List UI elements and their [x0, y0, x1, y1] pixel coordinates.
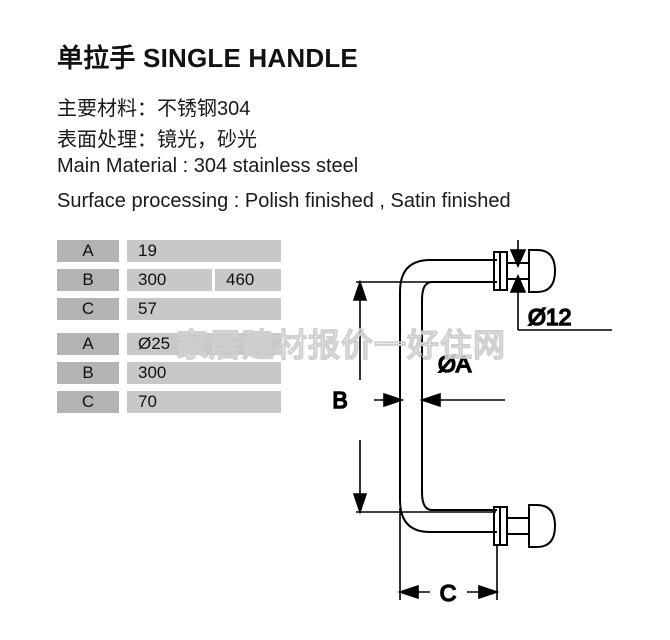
top-flange-inner [499, 251, 508, 291]
top-flange-outer [493, 251, 501, 291]
dim-b-label: B [332, 387, 347, 413]
spec-surface-cn: 表面处理：镜光，砂光 [57, 129, 257, 151]
b-arrow-down [352, 493, 368, 515]
c-arrow-left [397, 584, 419, 600]
row-label: C [57, 298, 119, 320]
row-value: 19 [127, 240, 281, 262]
tube-inner-path [421, 281, 497, 511]
diameter-12-label: Ø12 [528, 304, 571, 330]
row-label: A [57, 333, 119, 355]
row-value: 300 [127, 269, 212, 291]
row-value: 300 [127, 362, 281, 384]
dimension-lines-group: B ØA Ø12 [332, 240, 612, 607]
bottom-flange-inner [499, 506, 508, 546]
dim-c-label: C [440, 580, 457, 606]
row-label: B [57, 362, 119, 384]
top-knob-cap [528, 249, 557, 293]
bottom-flange-outer [493, 506, 501, 546]
d12-arrow-down [509, 249, 527, 268]
row-value-alt: 460 [215, 269, 281, 291]
d12-arrow-up [509, 274, 527, 293]
page-title: 单拉手 SINGLE HANDLE [57, 43, 358, 73]
diameter-a-label: ØA [438, 351, 472, 377]
row-label: B [57, 269, 119, 291]
c-arrow-right [478, 584, 500, 600]
bottom-knob-cap [528, 504, 557, 548]
row-value: 57 [127, 298, 281, 320]
spec-surface-en: Surface processing : Polish finished , S… [57, 190, 511, 212]
b-arrow-up [352, 279, 368, 301]
row-label: C [57, 391, 119, 413]
tube-outer-path [399, 259, 497, 533]
handle-outline-group [399, 249, 557, 548]
diameter-a-leader-arrow [419, 392, 441, 408]
spec-material-cn: 主要材料：不锈钢304 [57, 98, 251, 120]
bottom-post [506, 517, 530, 535]
b-leader-arrow [383, 392, 405, 408]
spec-material-en: Main Material : 304 stainless steel [57, 155, 359, 177]
row-value: Ø25 [127, 333, 281, 355]
row-value: 70 [127, 391, 281, 413]
row-label: A [57, 240, 119, 262]
top-post [506, 262, 530, 280]
